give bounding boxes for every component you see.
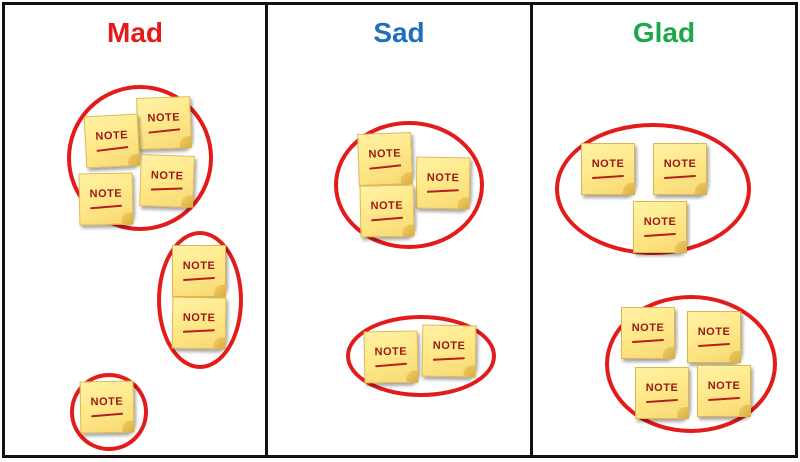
- sticky-note[interactable]: NOTE: [621, 307, 675, 359]
- column-title-mad: Mad: [107, 17, 163, 48]
- note-underline: [90, 204, 123, 210]
- note-label: NOTE: [631, 322, 665, 334]
- note-label: NOTE: [432, 339, 466, 353]
- note-underline: [369, 164, 402, 170]
- note-underline: [182, 276, 216, 282]
- note-underline: [643, 232, 677, 238]
- note-label: NOTE: [643, 216, 677, 228]
- sticky-note[interactable]: NOTE: [421, 324, 477, 378]
- note-underline: [697, 342, 731, 348]
- group-ring: [157, 231, 243, 369]
- sticky-note[interactable]: NOTE: [653, 143, 707, 195]
- sticky-note[interactable]: NOTE: [635, 367, 689, 419]
- group-ring: [605, 295, 777, 433]
- sticky-note[interactable]: NOTE: [78, 172, 134, 226]
- group-ring: [346, 315, 496, 397]
- note-underline: [96, 146, 129, 152]
- note-underline: [91, 412, 124, 418]
- note-label: NOTE: [182, 260, 216, 272]
- group-ring: [67, 85, 213, 231]
- column-glad: Glad NOTE NOTE NOTE NOTE NOTE NOTE NOTE: [530, 2, 798, 458]
- sticky-note[interactable]: NOTE: [359, 184, 415, 238]
- sticky-note[interactable]: NOTE: [633, 201, 687, 253]
- sticky-note[interactable]: NOTE: [363, 330, 419, 384]
- sticky-note[interactable]: NOTE: [581, 143, 635, 195]
- note-underline: [645, 398, 679, 404]
- column-mad: Mad NOTE NOTE NOTE NOTE NOTE NOTE: [2, 2, 268, 458]
- sticky-note[interactable]: NOTE: [357, 132, 413, 186]
- column-title-glad: Glad: [632, 17, 696, 48]
- sticky-note[interactable]: NOTE: [172, 245, 226, 297]
- note-label: NOTE: [89, 187, 123, 201]
- note-label: NOTE: [426, 171, 460, 185]
- note-underline: [663, 174, 697, 180]
- note-label: NOTE: [150, 169, 184, 183]
- note-label: NOTE: [374, 345, 408, 359]
- sticky-note[interactable]: NOTE: [83, 113, 141, 169]
- note-label: NOTE: [591, 158, 625, 170]
- sticky-note[interactable]: NOTE: [136, 96, 192, 150]
- note-label: NOTE: [368, 147, 402, 161]
- note-underline: [150, 187, 183, 191]
- note-underline: [426, 189, 459, 193]
- note-label: NOTE: [95, 129, 129, 143]
- note-underline: [591, 174, 625, 180]
- group-ring: [555, 123, 751, 255]
- group-ring: [70, 373, 148, 451]
- note-underline: [631, 338, 665, 344]
- note-label: NOTE: [697, 326, 731, 338]
- sticky-note[interactable]: NOTE: [415, 156, 471, 210]
- group-ring: [334, 121, 484, 249]
- note-underline: [148, 128, 181, 134]
- note-label: NOTE: [370, 199, 404, 213]
- note-label: NOTE: [645, 382, 679, 394]
- note-label: NOTE: [663, 158, 697, 170]
- note-label: NOTE: [90, 395, 124, 409]
- note-underline: [371, 216, 404, 222]
- sticky-note[interactable]: NOTE: [79, 380, 135, 434]
- sticky-note[interactable]: NOTE: [687, 311, 741, 363]
- sticky-note[interactable]: NOTE: [139, 154, 195, 208]
- note-underline: [432, 357, 465, 361]
- column-sad: Sad NOTE NOTE NOTE NOTE NOTE: [265, 2, 533, 458]
- note-underline: [707, 396, 741, 402]
- column-title-sad: Sad: [373, 17, 425, 48]
- note-label: NOTE: [182, 311, 216, 325]
- note-label: NOTE: [147, 111, 181, 125]
- note-label: NOTE: [707, 380, 741, 392]
- note-underline: [375, 362, 408, 368]
- sticky-note[interactable]: NOTE: [697, 365, 751, 417]
- note-underline: [182, 329, 215, 333]
- sticky-note[interactable]: NOTE: [171, 296, 227, 350]
